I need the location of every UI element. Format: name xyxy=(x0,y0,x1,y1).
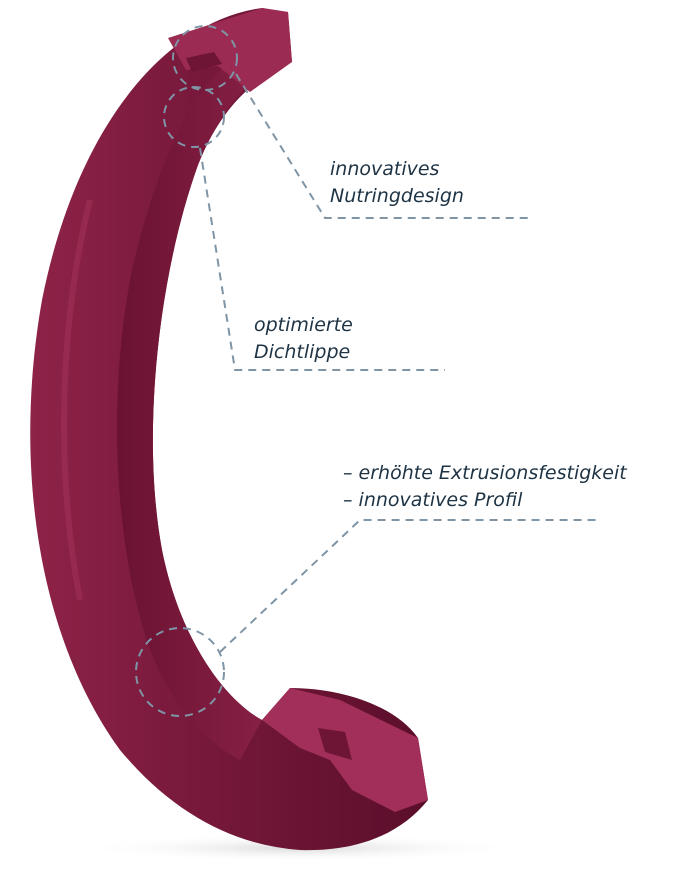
leader-line-2 xyxy=(199,147,445,371)
seal-outer-ring xyxy=(30,8,429,851)
callout-1-line-2: Nutringdesign xyxy=(330,185,464,207)
callout-circle-2 xyxy=(163,86,225,148)
callout-dichtlippe: optimierte Dichtlippe xyxy=(254,312,353,366)
callout-nutringdesign: innovatives Nutringdesign xyxy=(330,156,464,210)
seal-top-notch xyxy=(186,52,222,72)
leader-line-3 xyxy=(219,519,600,653)
callout-2-line-1: optimierte xyxy=(254,314,353,336)
callout-1-line-1: innovatives xyxy=(330,158,440,180)
callout-3-line-1: – erhöhte Extrusionsfestigkeit xyxy=(343,462,627,484)
seal-inner-groove xyxy=(117,48,278,760)
seal-bottom-notch xyxy=(318,728,352,760)
callout-3-line-2: – innovatives Profil xyxy=(343,489,523,511)
callout-circle-3 xyxy=(135,627,225,717)
callout-extrusion-profile: – erhöhte Extrusionsfestigkeit – innovat… xyxy=(343,460,627,514)
seal-rim-highlight xyxy=(60,199,93,601)
seal-top-cross-section xyxy=(168,8,292,92)
callout-2-line-2: Dichtlippe xyxy=(254,341,351,363)
leader-line-1 xyxy=(235,73,530,219)
callout-circle-1 xyxy=(172,25,238,91)
leader-lines xyxy=(135,25,600,717)
